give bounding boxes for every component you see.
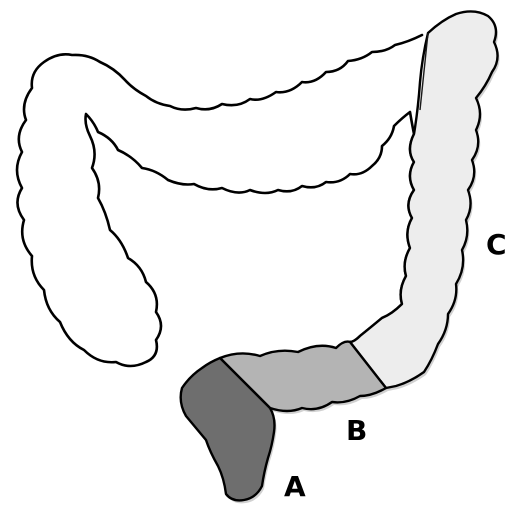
label-c: C — [486, 228, 507, 261]
label-a: A — [284, 470, 306, 503]
label-b: B — [346, 414, 367, 447]
colon-outline — [17, 35, 422, 366]
